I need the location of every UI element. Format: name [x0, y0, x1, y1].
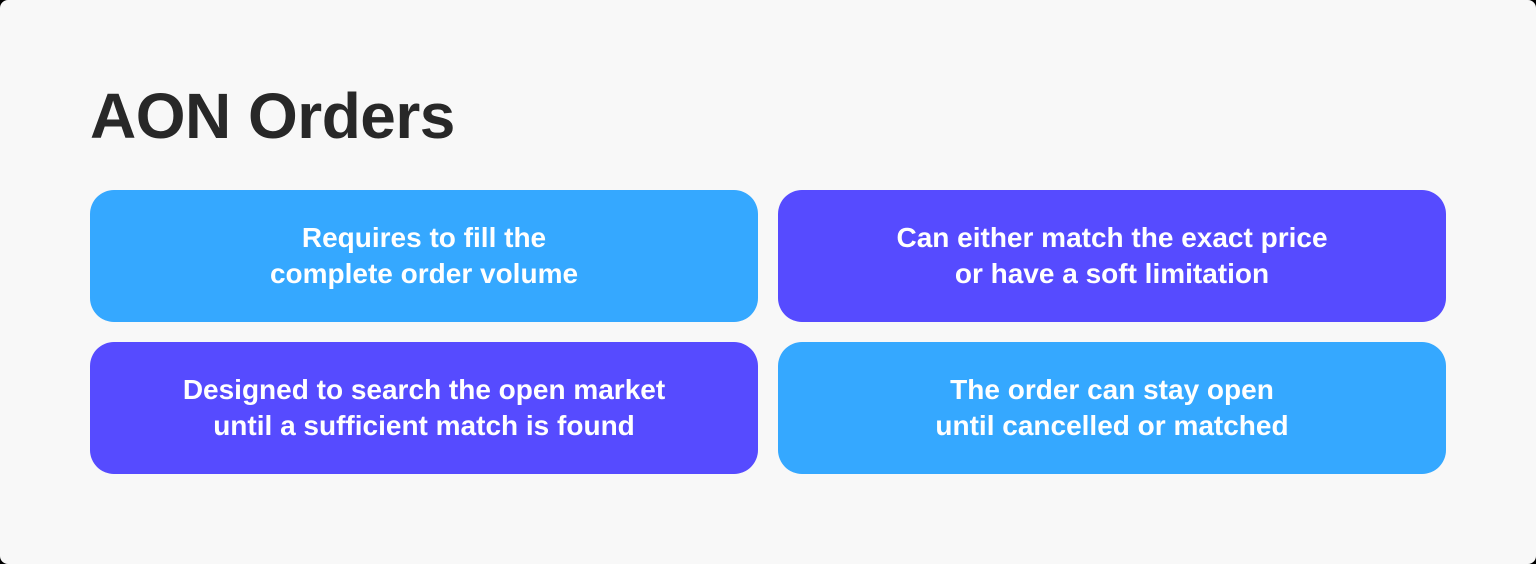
feature-card-text: Can either match the exact price or have… — [896, 222, 1328, 289]
feature-card-text: Requires to fill the complete order volu… — [269, 222, 579, 289]
feature-card-stay-open: The order can stay open until cancelled … — [778, 342, 1446, 474]
feature-card-text: Designed to search the open market until… — [182, 374, 666, 441]
page-title: AON Orders — [90, 80, 455, 152]
feature-card-market-search: Designed to search the open market until… — [90, 342, 758, 474]
feature-card-fill-volume: Requires to fill the complete order volu… — [90, 190, 758, 322]
feature-card-price-match: Can either match the exact price or have… — [778, 190, 1446, 322]
feature-card-text: The order can stay open until cancelled … — [935, 374, 1289, 441]
